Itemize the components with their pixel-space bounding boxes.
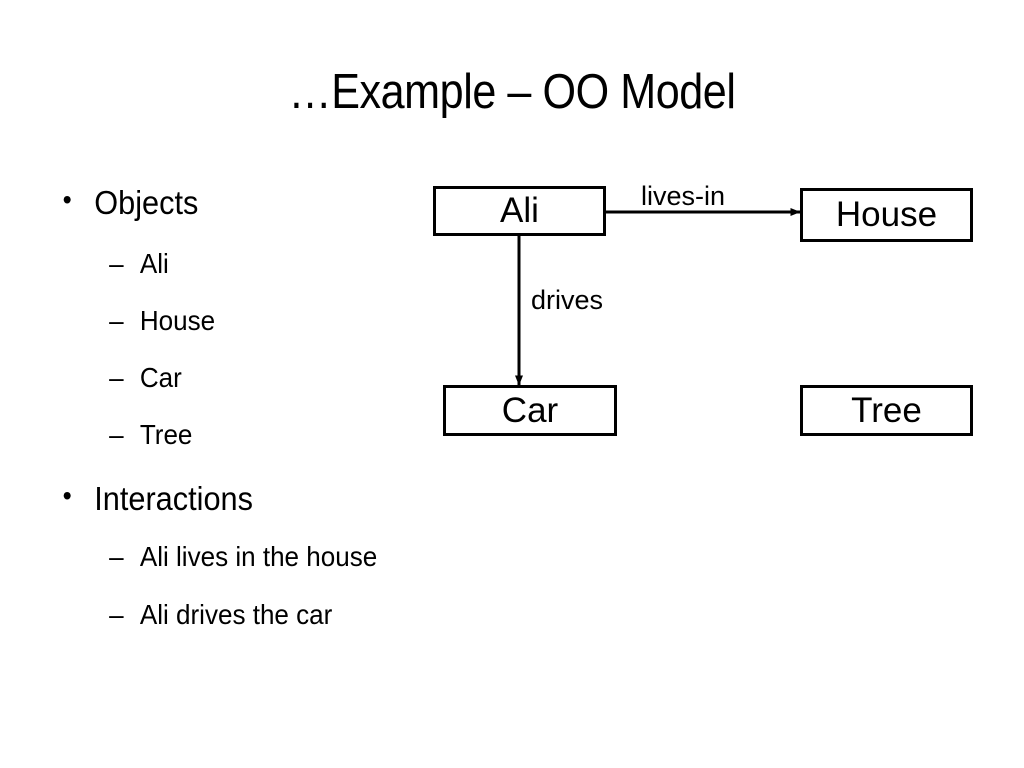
sub-bullet-tree-label: Tree [139,419,193,450]
sub-bullet-house-label: House [139,305,216,336]
sub-bullet-house: – House [58,307,430,335]
bullet-interactions: • Interactions [58,480,430,517]
sub-bullet-car-label: Car [139,362,182,393]
sub-bullet-ali-lives-in-house: – Ali lives in the house [58,543,430,571]
bullet-objects-label: Objects [94,184,199,221]
dash-marker: – [109,419,124,450]
bullet-list: • Objects – Ali – House – Car – Tree • I… [58,186,458,629]
diagram-node-tree[interactable]: Tree [800,385,973,436]
dash-marker: – [109,362,124,393]
diagram-node-tree-label: Tree [851,390,922,430]
bullet-marker: • [62,184,72,215]
dash-marker: – [109,248,124,279]
sub-bullet-car: – Car [58,364,430,392]
diagram-node-house[interactable]: House [800,188,973,242]
diagram-node-car-label: Car [501,390,559,430]
edge-label-lives-in: lives-in [641,181,726,211]
diagram-node-car[interactable]: Car [443,385,617,436]
bullet-interactions-label: Interactions [94,480,253,517]
sub-bullet-ali-drives-car: – Ali drives the car [58,601,430,629]
sub-bullet-tree: – Tree [58,421,430,449]
dash-marker: – [109,305,124,336]
sub-bullet-ali: – Ali [58,250,430,278]
sub-bullet-ali-drives-car-label: Ali drives the car [139,599,333,630]
edge-label-drives: drives [531,285,604,315]
sub-bullet-ali-label: Ali [139,248,169,279]
diagram-node-ali[interactable]: Ali [433,186,606,236]
page-title: …Example – OO Model [288,65,736,119]
bullet-marker: • [62,480,72,511]
diagram-node-house-label: House [835,195,938,234]
dash-marker: – [109,599,124,630]
bullet-objects: • Objects [58,184,430,221]
diagram-node-ali-label: Ali [500,191,539,230]
dash-marker: – [109,541,124,572]
sub-bullet-ali-lives-in-house-label: Ali lives in the house [139,541,378,572]
